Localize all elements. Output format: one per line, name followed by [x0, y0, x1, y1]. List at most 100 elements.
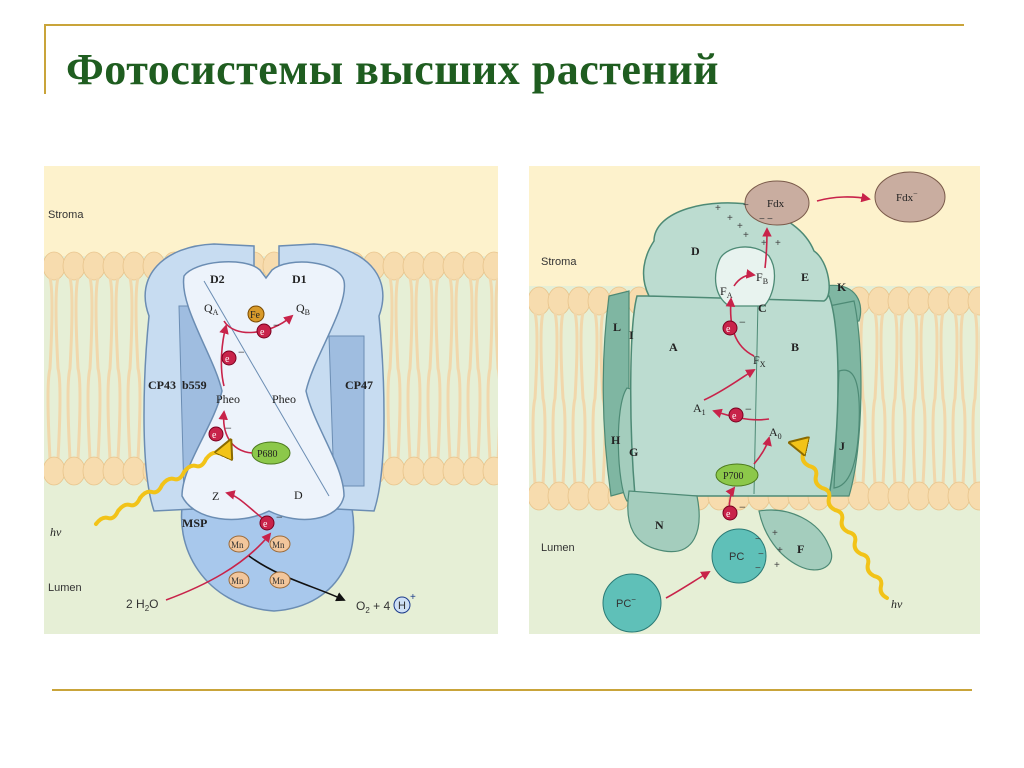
stroma-background [44, 166, 498, 256]
pheo-left-label: Pheo [216, 392, 240, 406]
electron-icon: e − [728, 402, 752, 423]
svg-text:+: + [737, 221, 743, 232]
lipid-head [42, 251, 66, 281]
pc-protein [711, 528, 767, 584]
electron-icon: e − [722, 315, 746, 336]
svg-text:−: − [238, 345, 245, 359]
svg-text:−: − [758, 549, 764, 560]
photosystem-1-svg: Stroma Lumen D E C K L I A B H G J N F F… [527, 166, 991, 634]
lipid-tail [571, 312, 587, 485]
lipid-head [102, 456, 126, 486]
qb-label: QB [296, 301, 310, 317]
fx-label: FX [753, 353, 766, 369]
b559-label: b559 [182, 378, 207, 392]
lipid-tail [86, 277, 102, 460]
pc-reduced-protein [602, 573, 662, 633]
core-divider [203, 280, 330, 497]
fdx-reduced-protein [874, 171, 946, 223]
subunit-b-label: B [791, 340, 799, 354]
subunit-a-label: A [669, 340, 678, 354]
lipid-head [547, 481, 571, 511]
oxygen-label: O2 + 4 [356, 599, 390, 615]
lipid-head [382, 251, 406, 281]
lipid-tail [871, 312, 887, 485]
lipid-head [947, 481, 971, 511]
lipid-tail [386, 277, 402, 460]
pc-reduced-label: PC− [616, 595, 636, 610]
lipid-head [442, 456, 466, 486]
lipid-head [527, 481, 551, 511]
lipid-head [547, 286, 571, 316]
subunit-l-label: L [613, 320, 621, 334]
electron-arrow-a1-fx [703, 369, 756, 401]
svg-text:+: + [761, 238, 767, 249]
a-b-divider [753, 300, 759, 495]
lipid-head [947, 286, 971, 316]
fdx-reduced-label: Fdx− [896, 189, 918, 204]
photosystem-1-diagram: Stroma Lumen D E C K L I A B H G J N F F… [527, 166, 991, 634]
charge-markers: + + + + + + − − − [715, 200, 781, 249]
lipid-head [42, 456, 66, 486]
subunit-e-label: E [801, 270, 809, 284]
svg-text:−: − [273, 318, 280, 332]
z-label: Z [212, 489, 219, 503]
lipid-head [82, 456, 106, 486]
lipid-head [62, 251, 86, 281]
fb-label: FB [756, 270, 768, 286]
electron-icon: e − [256, 318, 280, 339]
subunit-g-label: G [629, 445, 638, 459]
lipid-tail [891, 312, 907, 485]
subunit-k-label: K [837, 280, 847, 294]
lipid-tail [951, 312, 967, 485]
d-subunit-label: D [294, 488, 303, 502]
svg-text:e: e [263, 519, 268, 530]
lipid-head [927, 286, 951, 316]
svg-text:−: − [225, 421, 232, 435]
water-label: 2 H2O [126, 597, 158, 613]
electron-icon: e − [221, 345, 245, 366]
lipid-tail [531, 312, 547, 485]
pc-label: PC [729, 551, 744, 563]
pheo-right-label: Pheo [272, 392, 296, 406]
svg-text:Mn: Mn [272, 540, 285, 550]
lipid-head [122, 456, 146, 486]
lipid-head [907, 286, 931, 316]
subunit-n [627, 490, 700, 553]
lipid-head [907, 481, 931, 511]
a1-label: A1 [693, 401, 706, 417]
pc-arrow [665, 571, 711, 599]
lipid-head [82, 251, 106, 281]
svg-text:+: + [727, 213, 733, 224]
svg-text:−: − [276, 510, 283, 524]
cp47-inner [328, 335, 365, 487]
subunit-f-label: F [797, 542, 804, 556]
lipid-head [867, 286, 891, 316]
svg-text:e: e [732, 411, 737, 422]
proton-badge [393, 596, 411, 614]
svg-text:Mn: Mn [231, 540, 244, 550]
subunit-i-label: I [629, 328, 634, 342]
p700-label: P700 [723, 471, 744, 482]
svg-text:−: − [755, 534, 761, 545]
msp-label: MSP [182, 516, 207, 530]
d1-label: D1 [292, 272, 307, 286]
lipid-tail [426, 277, 442, 460]
cp43-label: CP43 [148, 378, 176, 392]
fdx-protein [744, 180, 810, 226]
fdx-label: Fdx [767, 198, 785, 210]
svg-text:+: + [743, 230, 749, 241]
oxygen-arrow [248, 555, 346, 602]
lipid-head [62, 456, 86, 486]
lipid-head [462, 456, 486, 486]
svg-text:−: − [739, 315, 746, 329]
msp-subunit [180, 495, 355, 612]
lipid-head [422, 456, 446, 486]
subunit-f [758, 509, 833, 571]
electron-icon: e − [259, 510, 283, 531]
slide-title: Фотосистемы высших растений [66, 45, 719, 94]
electron-arrow-p700-a0 [753, 436, 772, 465]
svg-text:+: + [715, 203, 721, 214]
p700-center [715, 463, 759, 487]
electron-icon: e − [722, 500, 746, 521]
lumen-label: Lumen [541, 542, 575, 554]
